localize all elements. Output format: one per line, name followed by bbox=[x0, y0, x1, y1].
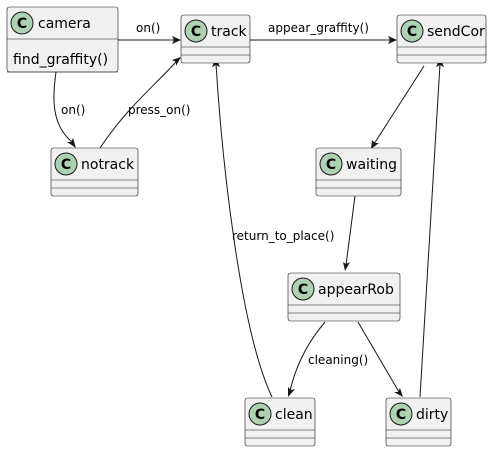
class-name: track bbox=[211, 24, 248, 40]
class-stereotype-icon bbox=[248, 402, 272, 426]
class-clean[interactable]: C clean bbox=[244, 397, 316, 447]
class-stereotype-letter: C bbox=[396, 407, 406, 423]
class-waiting[interactable]: C waiting bbox=[315, 147, 402, 197]
class-camera[interactable]: C camera find_graffity() bbox=[6, 6, 119, 73]
label-notrack-track: press_on() bbox=[128, 103, 190, 117]
class-stereotype-letter: C bbox=[61, 157, 71, 173]
class-stereotype-letter: C bbox=[298, 282, 308, 298]
class-stereotype-letter: C bbox=[326, 157, 336, 173]
class-stereotype-icon bbox=[10, 11, 34, 35]
class-name: waiting bbox=[346, 157, 397, 173]
class-name: dirty bbox=[416, 407, 448, 423]
label-clean-track: return_to_place() bbox=[232, 229, 334, 243]
class-stereotype-letter: C bbox=[407, 24, 417, 40]
class-stereotype-icon bbox=[291, 277, 315, 301]
label-track-sendCor: appear_graffity() bbox=[268, 21, 369, 35]
label-appearRob-clean: cleaning() bbox=[308, 353, 368, 367]
edge-track-sendCor bbox=[250, 36, 397, 44]
class-stereotype-icon bbox=[184, 19, 208, 43]
edge-dirty-sendCor bbox=[419, 58, 444, 398]
edge-appearRob-clean bbox=[288, 321, 326, 397]
edge-clean-track bbox=[212, 58, 273, 398]
class-sendCor[interactable]: C sendCor bbox=[396, 14, 487, 64]
edge-sendCor-waiting bbox=[371, 65, 425, 149]
class-stereotype-icon bbox=[54, 152, 78, 176]
edges bbox=[53, 36, 444, 398]
class-notrack[interactable]: C notrack bbox=[50, 147, 139, 197]
edge-camera-notrack bbox=[53, 71, 76, 148]
label-camera-notrack: on() bbox=[61, 103, 85, 117]
label-camera-track: on() bbox=[136, 21, 160, 35]
class-stereotype-letter: C bbox=[255, 407, 265, 423]
class-name: appearRob bbox=[318, 282, 394, 298]
class-name: sendCor bbox=[427, 24, 485, 40]
edge-notrack-track bbox=[99, 57, 181, 149]
class-stereotype-icon bbox=[319, 152, 343, 176]
class-track[interactable]: C track bbox=[180, 14, 251, 64]
class-name: camera bbox=[38, 16, 91, 32]
class-appearRob[interactable]: C appearRob bbox=[287, 272, 401, 322]
class-name: notrack bbox=[81, 157, 135, 173]
class-stereotype-letter: C bbox=[17, 16, 27, 32]
edge-labels: on() appear_graffity() on() press_on() c… bbox=[61, 21, 369, 367]
class-method: find_graffity() bbox=[13, 52, 108, 68]
class-dirty[interactable]: C dirty bbox=[385, 397, 452, 447]
class-stereotype-letter: C bbox=[191, 24, 201, 40]
edge-waiting-appearRob bbox=[343, 195, 356, 271]
class-name: clean bbox=[275, 407, 313, 423]
class-stereotype-icon bbox=[389, 402, 413, 426]
class-stereotype-icon bbox=[400, 19, 424, 43]
edge-camera-track bbox=[118, 36, 181, 44]
edge-appearRob-dirty bbox=[357, 321, 403, 397]
